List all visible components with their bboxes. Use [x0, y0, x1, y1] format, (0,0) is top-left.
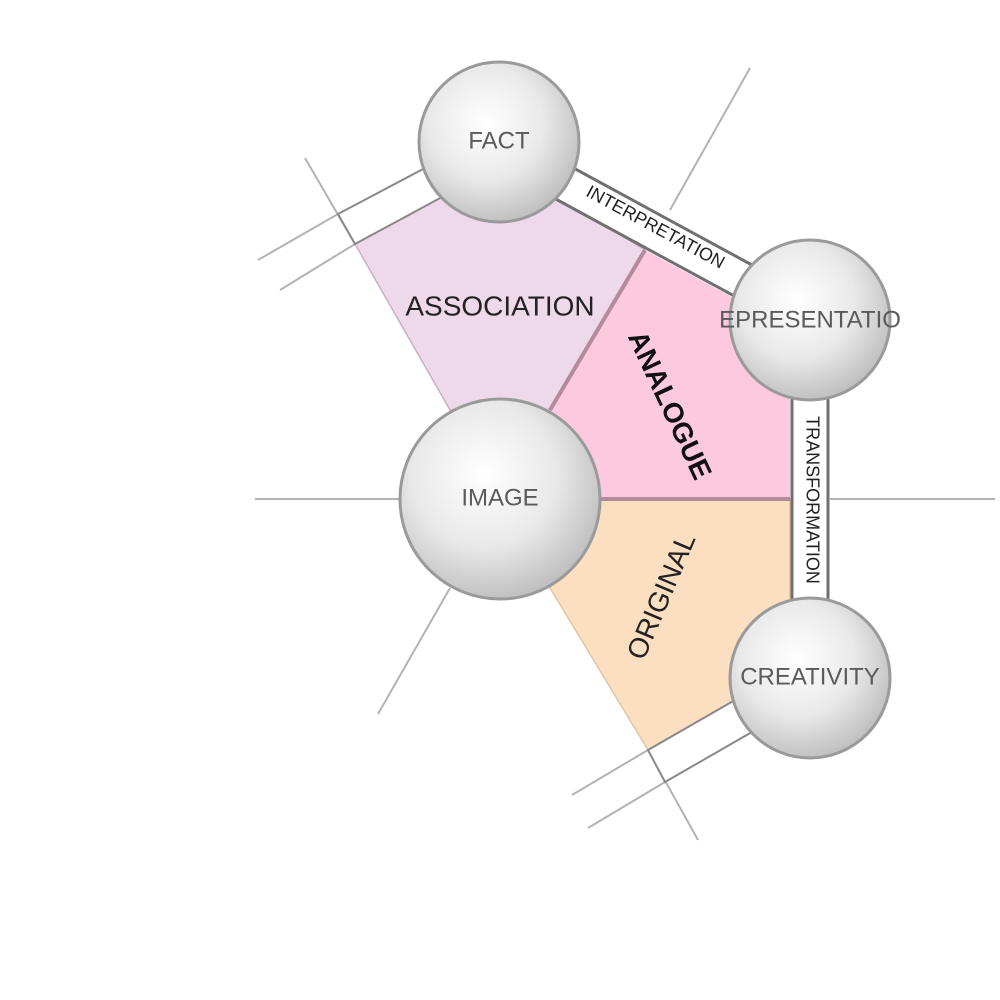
image-node: IMAGE — [398, 397, 602, 601]
fact-node: FACT — [417, 60, 581, 224]
creativity-node: CREATIVITY — [728, 596, 892, 760]
representation-node-label: EPRESENTATIO — [719, 306, 901, 333]
fact-node-label: FACT — [468, 127, 530, 154]
transformation-edge: TRANSFORMATION — [790, 383, 830, 617]
ray-upper-left-2 — [257, 213, 339, 261]
ray-upper-left-3 — [279, 243, 356, 291]
association-label: ASSOCIATION — [405, 290, 594, 321]
image-node-label: IMAGE — [461, 484, 538, 511]
background-rays — [255, 67, 995, 841]
ray-top-right — [669, 67, 751, 211]
ray-bottom-2 — [587, 781, 666, 829]
creativity-node-label: CREATIVITY — [740, 663, 880, 690]
transformation-label: TRANSFORMATION — [802, 416, 822, 584]
ray-lower-left — [377, 587, 451, 715]
representation-node: EPRESENTATIO — [719, 238, 901, 402]
ray-bottom-1 — [571, 749, 649, 796]
divider-association-analogue — [548, 248, 647, 412]
